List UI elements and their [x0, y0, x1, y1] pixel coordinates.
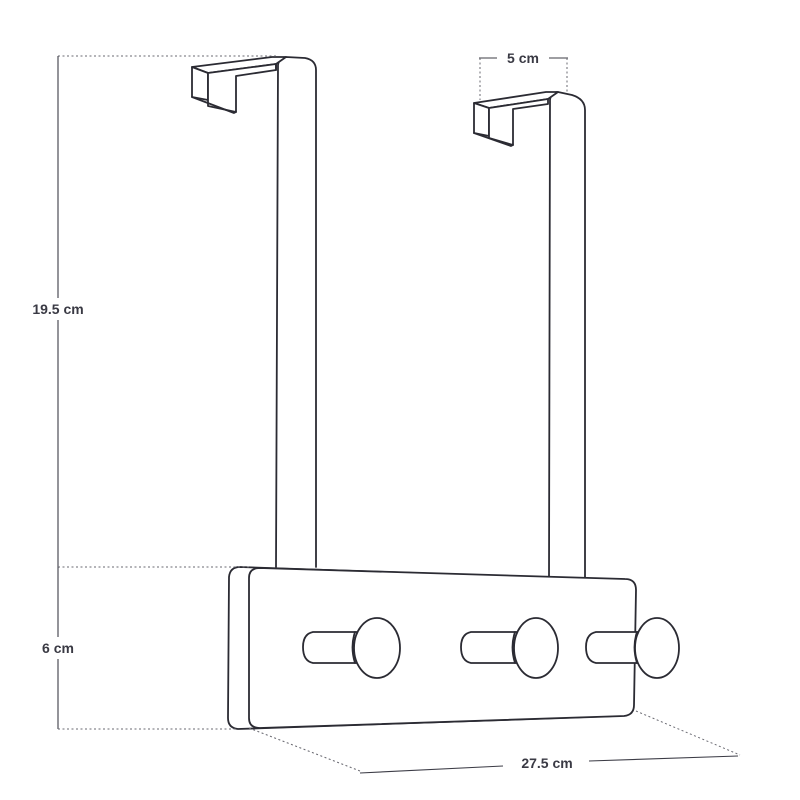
peg-3	[585, 617, 680, 679]
hook-width-dimension: 5 cm	[479, 50, 568, 100]
left-hook-bracket	[191, 56, 317, 568]
rail-plate	[227, 566, 637, 730]
height-upper-label: 19.5 cm	[32, 301, 83, 317]
length-dimension: 27.5 cm	[248, 710, 741, 774]
hook-width-label: 5 cm	[507, 50, 539, 66]
length-label: 27.5 cm	[521, 755, 572, 771]
height-lower-label: 6 cm	[42, 640, 74, 656]
peg-2	[460, 617, 559, 679]
right-hook-bracket	[473, 91, 586, 579]
height-dimension-upper: 19.5 cm	[22, 55, 278, 568]
peg-1	[302, 617, 401, 679]
height-dimension-lower: 6 cm	[30, 567, 236, 730]
